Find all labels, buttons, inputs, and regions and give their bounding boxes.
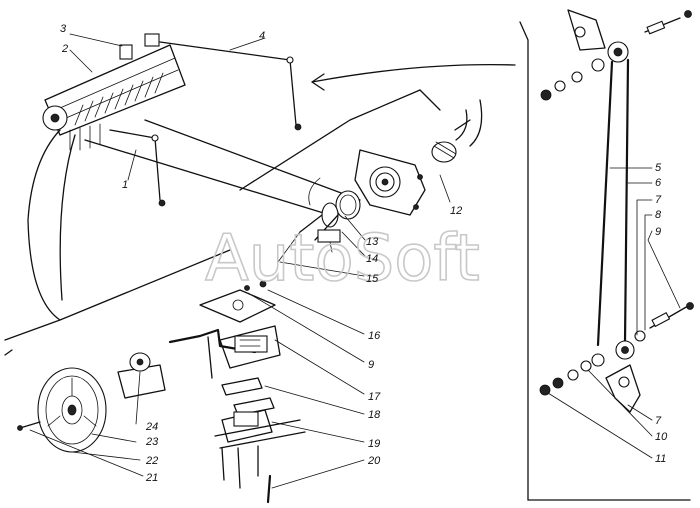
throttle-linkage-assembly — [42, 33, 302, 207]
callout-labels: 3 2 4 1 12 13 14 15 16 9 17 18 19 20 24 … — [60, 23, 668, 484]
callout-7b: 7 — [655, 415, 662, 427]
callout-23: 23 — [145, 436, 159, 448]
watermark-text: AutoSoft — [205, 222, 480, 296]
callout-9a: 9 — [655, 226, 661, 238]
callout-22: 22 — [145, 455, 158, 467]
callout-18: 18 — [368, 409, 381, 421]
callout-11: 11 — [655, 453, 666, 465]
callout-16: 16 — [368, 330, 381, 342]
callout-5: 5 — [655, 162, 662, 174]
callout-3: 3 — [60, 23, 67, 35]
callout-24: 24 — [145, 421, 158, 433]
callout-13: 13 — [366, 236, 379, 248]
callout-8: 8 — [655, 209, 662, 221]
callout-1: 1 — [122, 179, 128, 191]
callout-2: 2 — [61, 43, 68, 55]
callout-17: 17 — [368, 391, 381, 403]
callout-9b: 9 — [368, 359, 374, 371]
leader-lines — [29, 33, 681, 489]
pump-housing-assembly — [299, 99, 483, 253]
callout-15: 15 — [366, 273, 379, 285]
callout-4: 4 — [259, 30, 265, 42]
direction-arrow — [311, 63, 516, 91]
assembly-outline — [4, 21, 691, 501]
pedal-bracket-assembly — [168, 280, 306, 504]
callout-6: 6 — [655, 177, 662, 189]
callout-7a: 7 — [655, 194, 662, 206]
callout-14: 14 — [366, 253, 378, 265]
callout-20: 20 — [367, 455, 381, 467]
tie-rod-assembly — [539, 9, 694, 413]
callout-21: 21 — [145, 472, 158, 484]
callout-19: 19 — [368, 438, 380, 450]
pulley-assembly — [17, 352, 166, 453]
callout-12: 12 — [450, 205, 462, 217]
callout-10: 10 — [655, 431, 668, 443]
